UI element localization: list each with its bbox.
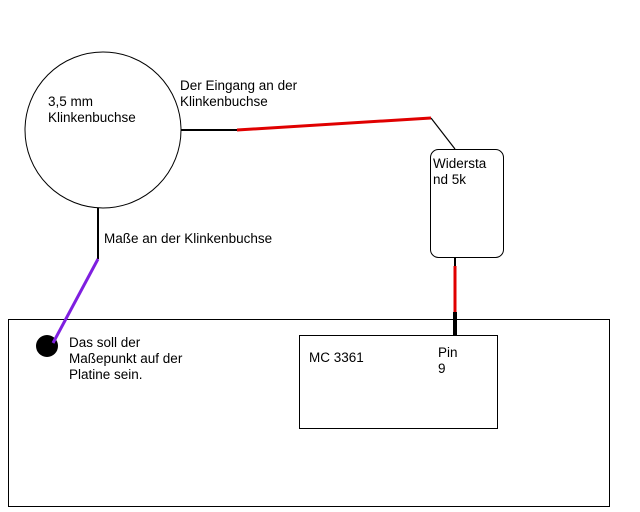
circuit-board <box>8 319 610 507</box>
ground-point-dot <box>36 335 58 357</box>
ground-point-label-line2: Maßepunkt auf der <box>69 351 183 366</box>
ground-point-label: Das soll der Maßepunkt auf der Platine s… <box>69 335 182 383</box>
chip-pin-label-line1: Pin <box>438 345 458 360</box>
jack-label-line1: 3,5 mm <box>48 94 94 109</box>
jack-circle <box>24 51 182 209</box>
ground-label: Maße an der Klinkenbuchse <box>104 231 273 246</box>
chip-name: MC 3361 <box>309 350 364 365</box>
resistor-lead-top <box>430 117 456 150</box>
input-label-line1: Der Eingang an der <box>180 78 298 93</box>
jack-label-line2: Klinkenbuchse <box>48 110 136 125</box>
jack-label: 3,5 mm Klinkenbuchse <box>48 94 136 126</box>
resistor-box <box>430 149 504 258</box>
ground-point-label-line3: Platine sein. <box>69 367 143 382</box>
input-label: Der Eingang an der Klinkenbuchse <box>180 78 297 110</box>
resistor-label-line2: nd 5k <box>433 172 467 187</box>
chip-pin-label-line2: 9 <box>438 361 446 376</box>
ground-wire-purple <box>51 258 100 344</box>
chip-box <box>299 335 498 429</box>
input-label-line2: Klinkenbuchse <box>180 94 268 109</box>
chip-pin-label: Pin 9 <box>438 345 458 377</box>
ground-point-label-line1: Das soll der <box>69 335 141 350</box>
input-wire-red <box>236 116 432 132</box>
resistor-label: Widersta nd 5k <box>433 156 486 188</box>
resistor-label-line1: Widersta <box>433 156 487 171</box>
